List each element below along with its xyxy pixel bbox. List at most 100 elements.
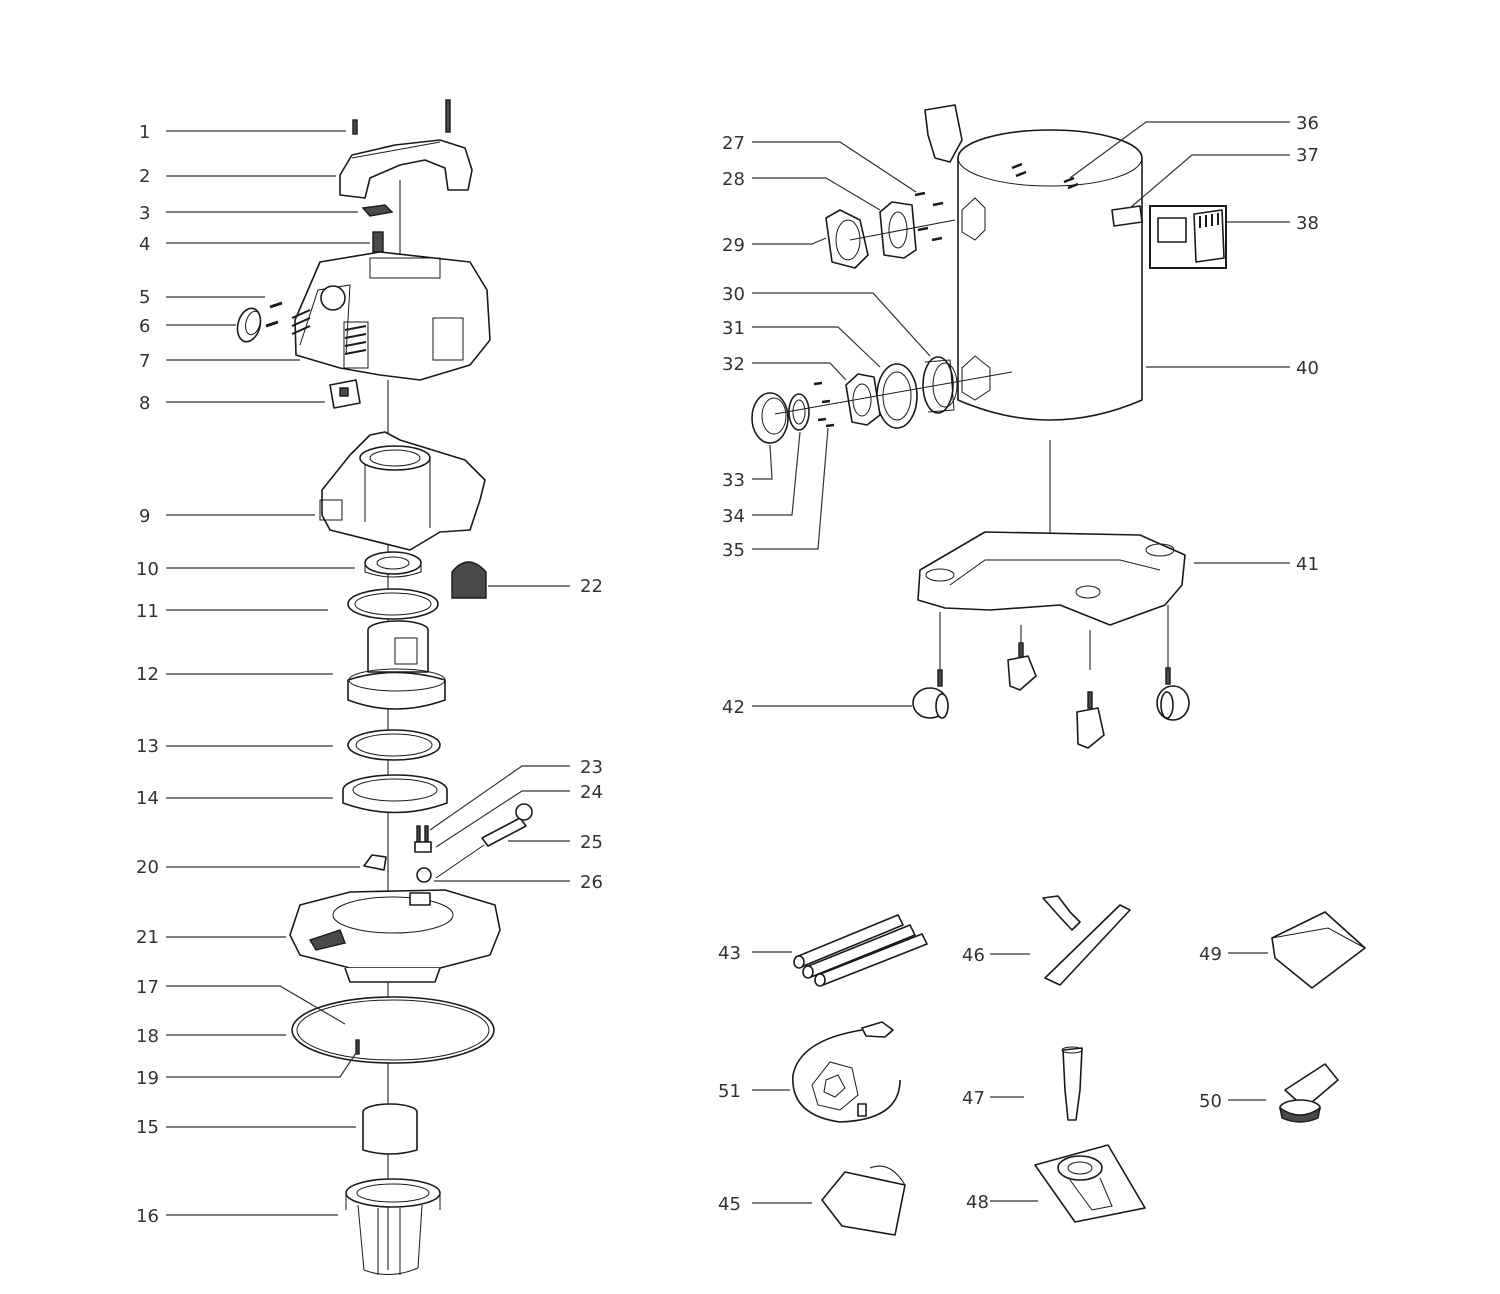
head-assembly xyxy=(236,99,533,1275)
part-7-top-cover xyxy=(291,251,491,381)
part-number-labels: 1 2 3 4 5 6 7 8 9 10 11 12 13 14 20 21 1… xyxy=(136,113,1319,1227)
part-47-crevice-tool xyxy=(1061,1046,1083,1121)
label-6: 6 xyxy=(139,316,150,337)
part-32-flange xyxy=(845,373,881,426)
label-17: 17 xyxy=(136,977,159,998)
label-26: 26 xyxy=(580,872,603,893)
label-13: 13 xyxy=(136,736,159,757)
label-3: 3 xyxy=(139,203,150,224)
label-16: 16 xyxy=(136,1206,159,1227)
label-22: 22 xyxy=(580,576,603,597)
part-28-flange xyxy=(879,201,917,259)
label-51: 51 xyxy=(718,1081,741,1102)
label-24: 24 xyxy=(580,782,603,803)
label-2: 2 xyxy=(139,166,150,187)
accessories xyxy=(792,895,1366,1236)
part-35-screws xyxy=(813,381,835,428)
part-45-foam-filter xyxy=(821,1165,906,1236)
part-14-ring xyxy=(342,774,448,814)
part-41-base xyxy=(917,531,1186,626)
part-23-screws xyxy=(416,825,429,843)
part-38-latch-kit xyxy=(1149,205,1227,269)
label-36: 36 xyxy=(1296,113,1319,134)
label-8: 8 xyxy=(139,393,150,414)
label-47: 47 xyxy=(962,1088,985,1109)
label-50: 50 xyxy=(1199,1091,1222,1112)
label-25: 25 xyxy=(580,832,603,853)
part-18-gasket xyxy=(291,996,495,1064)
part-46-floor-nozzle xyxy=(1042,895,1131,986)
label-4: 4 xyxy=(139,234,150,255)
part-2-handle xyxy=(339,139,473,199)
label-23: 23 xyxy=(580,757,603,778)
part-48-dust-bag xyxy=(1034,1144,1146,1223)
label-42: 42 xyxy=(722,697,745,718)
label-49: 49 xyxy=(1199,944,1222,965)
label-20: 20 xyxy=(136,857,159,878)
part-8-switch xyxy=(329,379,361,409)
part-10-ring xyxy=(364,551,422,578)
part-4-spring xyxy=(372,231,384,253)
part-20-clip xyxy=(363,854,387,871)
part-5-screws xyxy=(265,301,283,328)
part-43-extension-tubes xyxy=(793,914,928,987)
part-3-button xyxy=(361,204,394,217)
label-9: 9 xyxy=(139,506,150,527)
tank-assembly xyxy=(751,104,1227,749)
label-31: 31 xyxy=(722,318,745,339)
label-10: 10 xyxy=(136,559,159,580)
label-28: 28 xyxy=(722,169,745,190)
part-37-latch xyxy=(1111,205,1143,227)
label-41: 41 xyxy=(1296,554,1319,575)
part-25-float xyxy=(435,803,533,879)
label-12: 12 xyxy=(136,664,159,685)
label-15: 15 xyxy=(136,1117,159,1138)
part-1-screw xyxy=(352,119,358,135)
part-16-filter-cage xyxy=(345,1178,441,1275)
part-49-filter-sponge xyxy=(1271,911,1366,989)
label-27: 27 xyxy=(722,133,745,154)
part-26-ball xyxy=(416,867,432,883)
part-11-gasket xyxy=(347,588,439,620)
label-38: 38 xyxy=(1296,213,1319,234)
label-29: 29 xyxy=(722,235,745,256)
leader-lines xyxy=(166,121,1290,1216)
part-40-tank xyxy=(957,129,1143,421)
part-27-screws xyxy=(914,191,944,242)
label-46: 46 xyxy=(962,945,985,966)
label-30: 30 xyxy=(722,284,745,305)
part-24-bracket xyxy=(414,841,432,853)
part-51-hose xyxy=(792,1021,901,1123)
part-29-inlet xyxy=(825,209,956,269)
label-7: 7 xyxy=(139,351,150,372)
label-48: 48 xyxy=(966,1192,989,1213)
part-21-lid-base xyxy=(289,889,501,983)
label-32: 32 xyxy=(722,354,745,375)
label-11: 11 xyxy=(136,601,159,622)
part-19-screw xyxy=(355,1039,360,1055)
part-9-motor-housing xyxy=(319,431,486,551)
label-45: 45 xyxy=(718,1194,741,1215)
part-6-knob xyxy=(236,307,262,343)
part-50-brush xyxy=(1278,1063,1339,1123)
part-31-washer xyxy=(876,363,918,429)
label-21: 21 xyxy=(136,927,159,948)
part-42-casters xyxy=(912,605,1190,749)
label-18: 18 xyxy=(136,1026,159,1047)
label-34: 34 xyxy=(722,506,745,527)
label-35: 35 xyxy=(722,540,745,561)
part-22-filter-pad xyxy=(451,561,487,599)
label-33: 33 xyxy=(722,470,745,491)
part-36-screws xyxy=(1011,162,1079,190)
part-15-filter xyxy=(362,1103,418,1155)
label-1: 1 xyxy=(139,122,150,143)
part-34-o-ring xyxy=(788,393,810,431)
label-19: 19 xyxy=(136,1068,159,1089)
label-14: 14 xyxy=(136,788,159,809)
part-12-motor xyxy=(347,620,446,710)
part-13-ring xyxy=(347,729,441,761)
part-33-cap xyxy=(751,371,1013,444)
label-40: 40 xyxy=(1296,358,1319,379)
label-43: 43 xyxy=(718,943,741,964)
